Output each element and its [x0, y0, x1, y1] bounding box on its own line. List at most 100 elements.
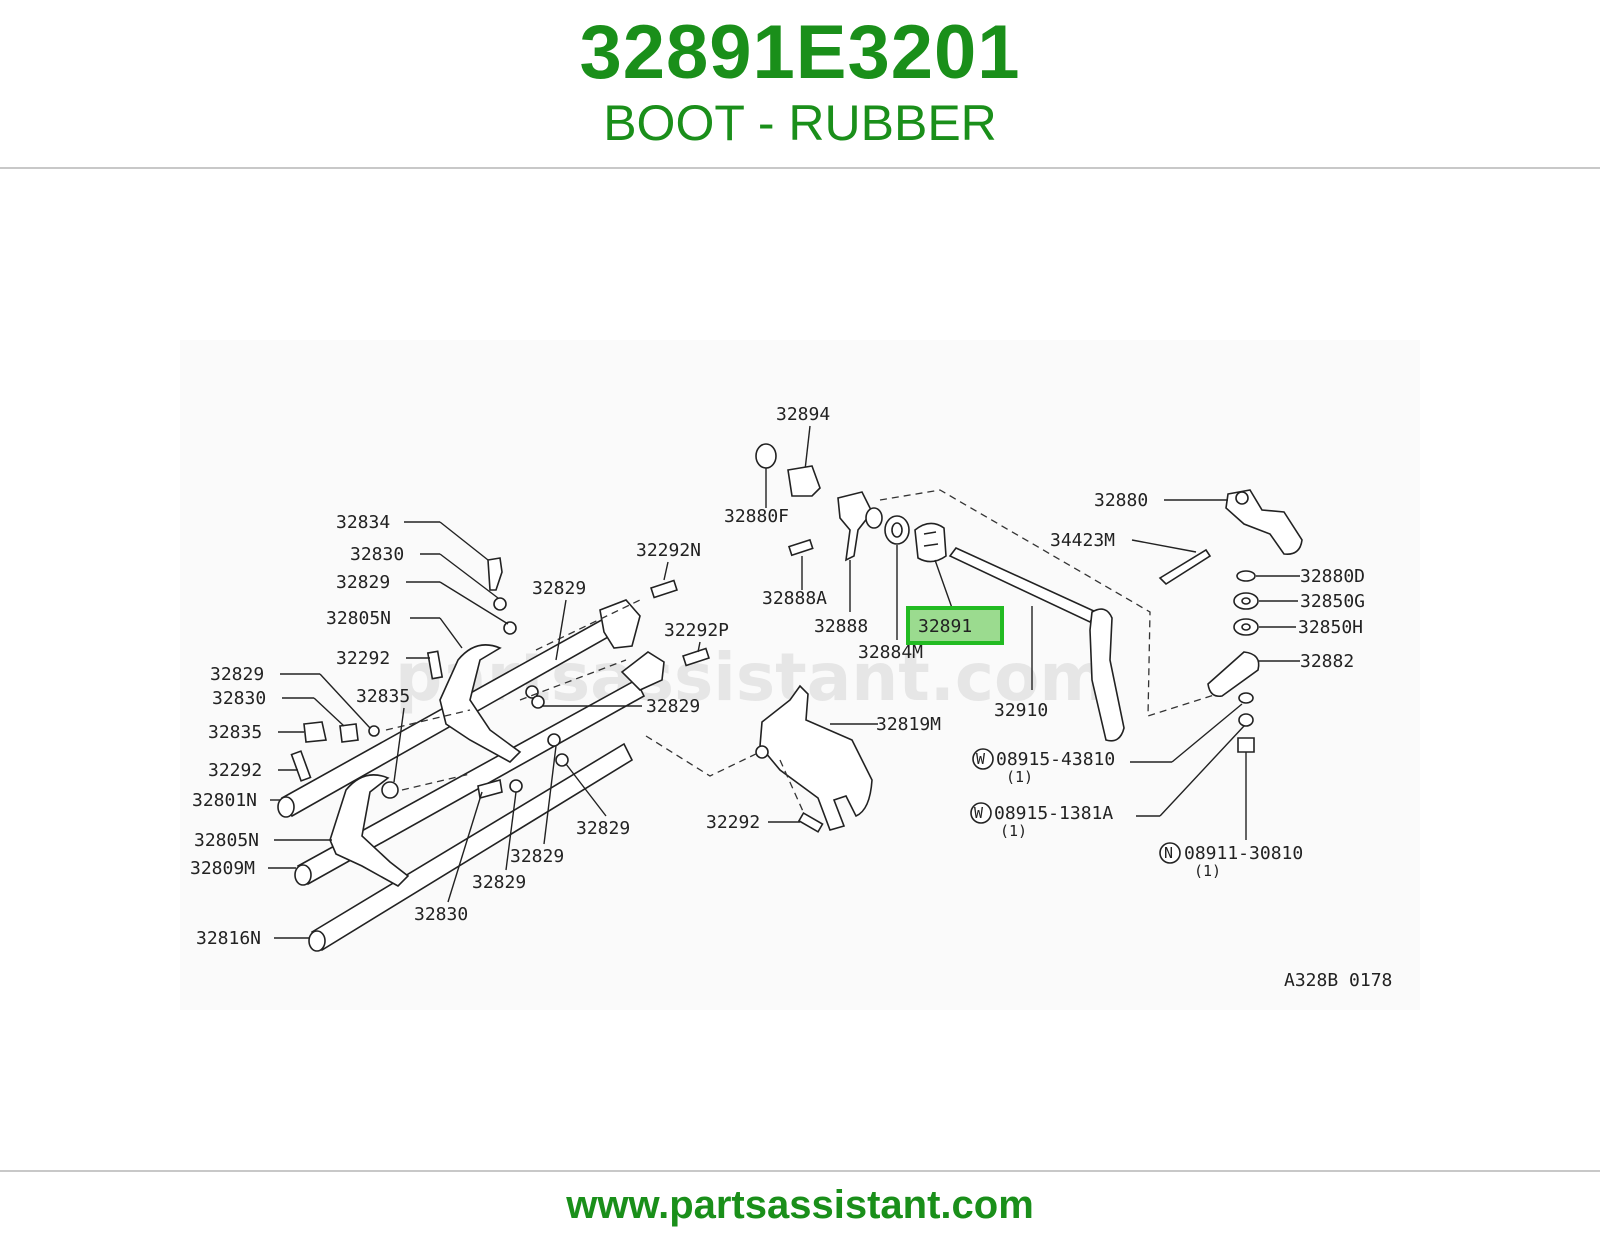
- part-32292-left: [290, 750, 312, 782]
- part-32835-left: [303, 721, 327, 743]
- label-32850G[interactable]: 32850G: [1300, 591, 1365, 612]
- part-32880: [1225, 489, 1303, 556]
- label-32830-top[interactable]: 32830: [350, 544, 404, 565]
- highlight-box[interactable]: [906, 606, 1004, 645]
- label-32891-highlighted[interactable]: 32891: [918, 616, 972, 637]
- fastener-symbol: W: [976, 750, 986, 768]
- label-32805N-lower[interactable]: 32805N: [194, 830, 259, 851]
- part-32830-top: [493, 597, 507, 611]
- label-32835-mid[interactable]: 32835: [356, 686, 410, 707]
- label-34423M[interactable]: 34423M: [1050, 530, 1115, 551]
- leader-32830-left-b: [313, 697, 345, 727]
- part-32292N: [650, 579, 678, 599]
- part-32292P: [682, 647, 710, 667]
- label-32292-upper[interactable]: 32292: [336, 648, 390, 669]
- part-32894: [787, 465, 821, 497]
- part-32805N-upper: [439, 644, 522, 763]
- label-32834[interactable]: 32834: [336, 512, 390, 533]
- part-32891-ribs: [923, 531, 939, 547]
- label-32829-upper-center[interactable]: 32829: [532, 578, 586, 599]
- fastener-08911-30810[interactable]: N 08911-30810 (1): [1159, 842, 1303, 880]
- part-32829-top: [503, 621, 517, 635]
- washer-symbol-icon: [972, 748, 994, 770]
- part-32834: [487, 557, 503, 591]
- label-32805N-upper[interactable]: 32805N: [326, 608, 391, 629]
- part-32830-left: [339, 723, 359, 743]
- label-32292-lower[interactable]: 32292: [706, 812, 760, 833]
- label-32292-left[interactable]: 32292: [208, 760, 262, 781]
- part-32819M: [759, 684, 873, 831]
- leader-32829-left-b: [319, 673, 371, 729]
- label-32819M[interactable]: 32819M: [876, 714, 941, 735]
- label-32882[interactable]: 32882: [1300, 651, 1354, 672]
- part-32882: [1207, 651, 1260, 698]
- label-32829-lower[interactable]: 32829: [510, 846, 564, 867]
- label-32292N[interactable]: 32292N: [636, 540, 701, 561]
- label-32829-center[interactable]: 32829: [646, 696, 700, 717]
- footer-divider: [0, 1170, 1600, 1172]
- fastener-qty: (1): [1000, 822, 1027, 840]
- part-washer-2: [1238, 713, 1254, 727]
- part-32880D: [1236, 570, 1256, 582]
- part-32829-lower2: [555, 753, 569, 767]
- label-32809M[interactable]: 32809M: [190, 858, 255, 879]
- fastener-number: 08915-43810: [996, 749, 1115, 770]
- dashed-line-fork: [645, 735, 761, 777]
- part-32888: [837, 491, 873, 562]
- label-32829-bottom[interactable]: 32829: [472, 872, 526, 893]
- leader-32830-bottom: [447, 791, 483, 903]
- part-32829-lower: [547, 733, 561, 747]
- part-32830-mid: [477, 778, 503, 800]
- dashed-line-pin: [779, 759, 807, 819]
- label-32888A[interactable]: 32888A: [762, 588, 827, 609]
- part-description: BOOT - RUBBER: [603, 95, 997, 151]
- fastener-qty: (1): [1194, 862, 1221, 880]
- part-32829-center2: [531, 695, 545, 709]
- part-32805N-lower: [329, 774, 410, 887]
- fastener-number: 08911-30810: [1184, 843, 1303, 864]
- part-32829-mid: [509, 779, 523, 793]
- leader-32292N: [663, 561, 669, 581]
- part-32850G-hole: [1241, 597, 1251, 605]
- label-32816N[interactable]: 32816N: [196, 928, 261, 949]
- label-32829-left[interactable]: 32829: [210, 664, 264, 685]
- part-32292-upper: [426, 650, 444, 680]
- leader-34423M: [1131, 539, 1197, 553]
- label-32880F[interactable]: 32880F: [724, 506, 789, 527]
- part-selector-upper: [599, 599, 641, 649]
- label-32880D[interactable]: 32880D: [1300, 566, 1365, 587]
- label-32830-bottom[interactable]: 32830: [414, 904, 468, 925]
- part-shaft-upper-end: [277, 796, 295, 818]
- fastener-symbol: W: [974, 804, 984, 822]
- label-32801N[interactable]: 32801N: [192, 790, 257, 811]
- leader-32830-top-b: [439, 553, 499, 599]
- label-32829-top[interactable]: 32829: [336, 572, 390, 593]
- footer-url[interactable]: www.partsassistant.com: [566, 1183, 1034, 1227]
- header: 32891E3201 BOOT - RUBBER: [0, 0, 1600, 168]
- fastener-qty: (1): [1006, 768, 1033, 786]
- label-32880[interactable]: 32880: [1094, 490, 1148, 511]
- label-32829-lower-right[interactable]: 32829: [576, 818, 630, 839]
- leader-fastener-2: [1159, 725, 1245, 817]
- label-32292P[interactable]: 32292P: [664, 620, 729, 641]
- label-32850H[interactable]: 32850H: [1298, 617, 1363, 638]
- part-32884M-hole: [891, 522, 903, 538]
- fastener-number: 08915-1381A: [994, 803, 1113, 824]
- label-32888[interactable]: 32888: [814, 616, 868, 637]
- leader-32834-b: [439, 521, 489, 561]
- part-34423M: [1158, 548, 1212, 586]
- label-32894[interactable]: 32894: [776, 404, 830, 425]
- part-32819M-hole: [755, 745, 769, 759]
- label-32884M[interactable]: 32884M: [858, 642, 923, 663]
- leader-32894: [804, 425, 811, 471]
- label-32835-left[interactable]: 32835: [208, 722, 262, 743]
- label-32910[interactable]: 32910: [994, 700, 1048, 721]
- label-32830-left[interactable]: 32830: [212, 688, 266, 709]
- fastener-08915-1381A[interactable]: W 08915-1381A (1): [970, 802, 1113, 840]
- fastener-08915-43810[interactable]: W 08915-43810 (1): [972, 748, 1115, 786]
- leader-32829-lower: [543, 745, 557, 845]
- part-32880-pivot: [1235, 491, 1249, 505]
- leader-32891: [934, 559, 953, 609]
- leader-32829-lower-right: [565, 763, 607, 817]
